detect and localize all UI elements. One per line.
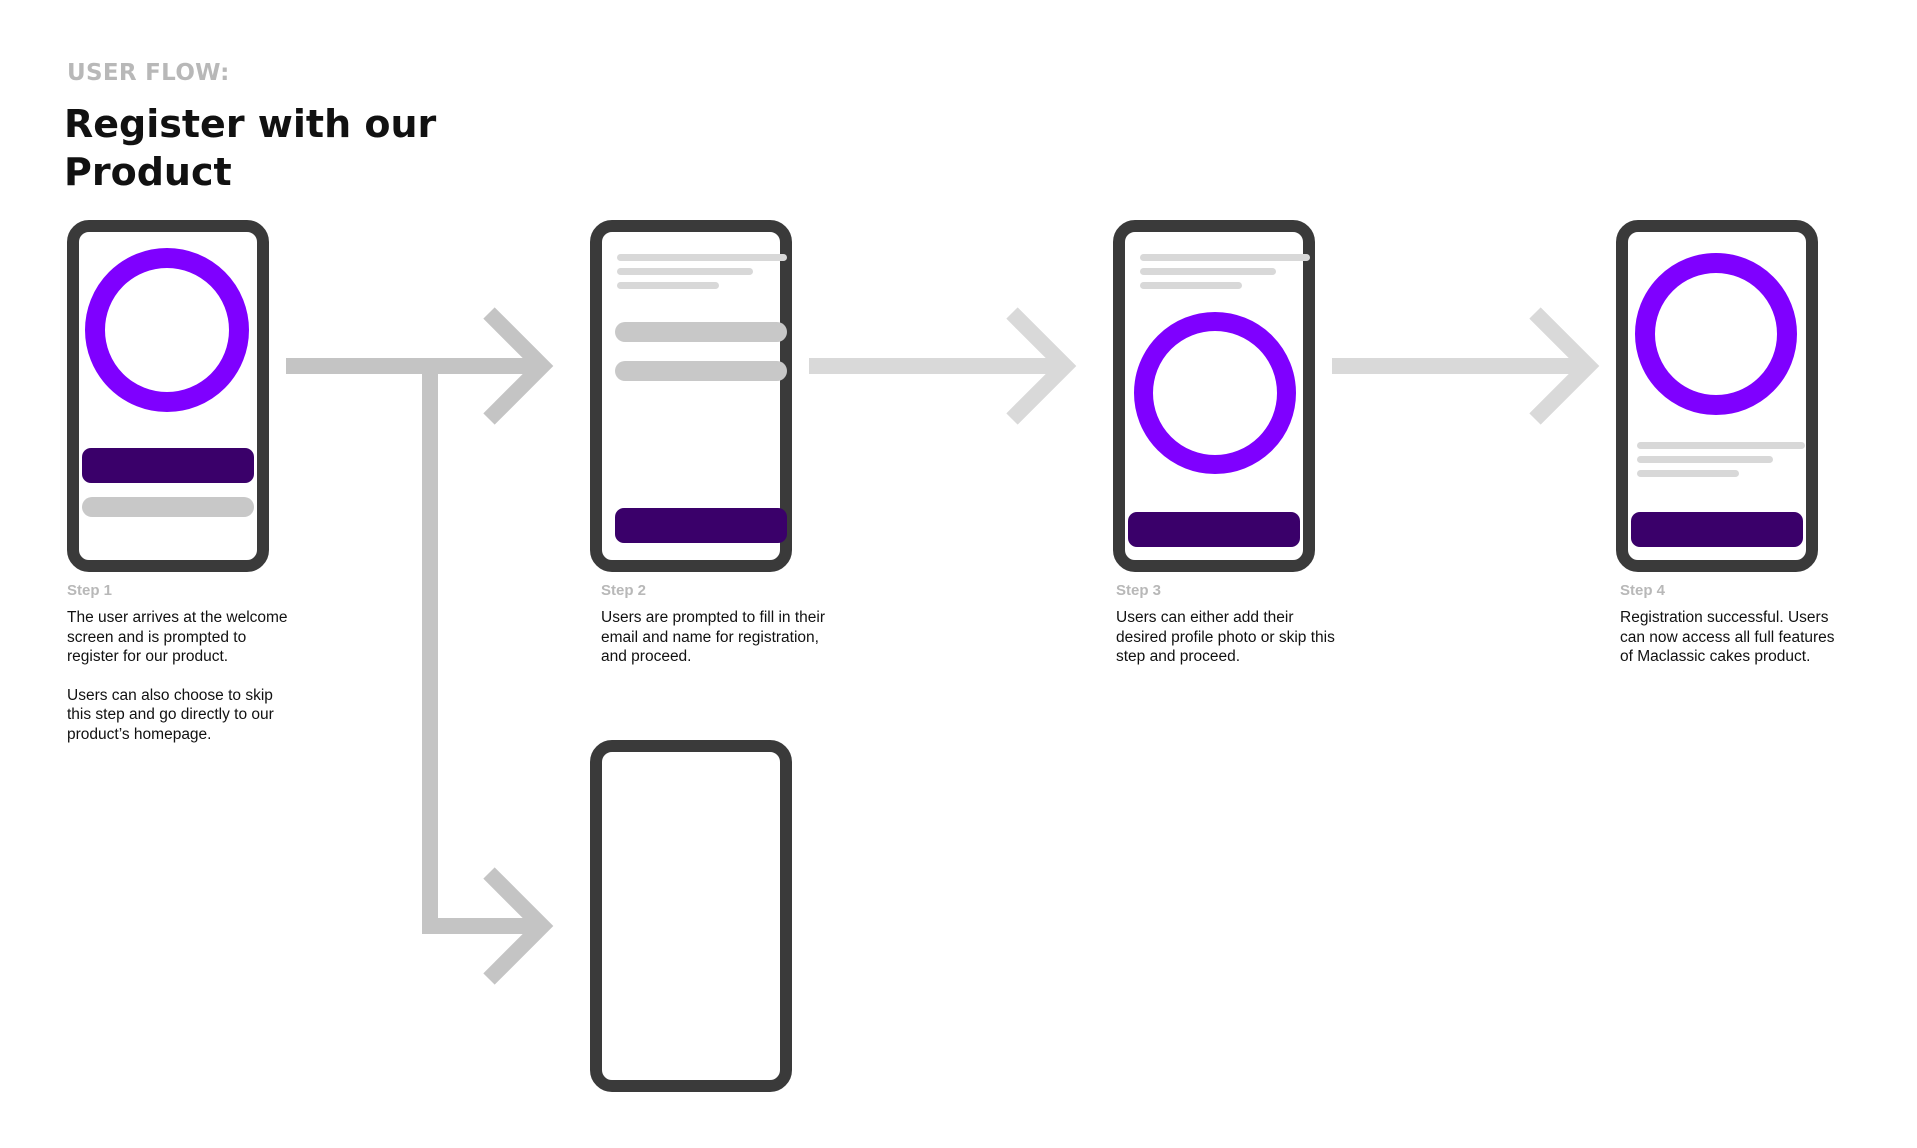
branch-arrow-step1-to-homepage: [422, 366, 554, 985]
step3-label: Step 3: [1116, 582, 1162, 599]
step4-description: Registration successful. Users can now a…: [1620, 608, 1845, 686]
step1-description: The user arrives at the welcome screen a…: [67, 608, 292, 763]
name-field[interactable]: [615, 361, 787, 381]
step3-description: Users can either add their desired profi…: [1116, 608, 1341, 686]
skip-button[interactable]: [82, 497, 254, 517]
email-field[interactable]: [615, 322, 787, 342]
step3-paragraph: Users can either add their desired profi…: [1116, 609, 1335, 665]
text-line: [1637, 470, 1739, 477]
text-line: [1140, 268, 1276, 275]
phone-step3-photo: [1113, 220, 1315, 572]
step1-paragraph: The user arrives at the welcome screen a…: [67, 609, 288, 665]
phone-homepage-blank: [590, 740, 792, 1092]
phone-step2-form: [590, 220, 792, 572]
step2-paragraph: Users are prompted to fill in their emai…: [601, 609, 825, 665]
step2-description: Users are prompted to fill in their emai…: [601, 608, 826, 686]
profile-photo-ring-icon[interactable]: [1134, 312, 1296, 474]
step4-label: Step 4: [1620, 582, 1666, 599]
step1-paragraph: Users can also choose to skip this step …: [67, 686, 274, 743]
arrow-step2-to-step3: [809, 307, 1077, 425]
flow-title: Register with our Product: [64, 102, 437, 194]
arrow-step1-to-step2: [286, 307, 554, 425]
register-button[interactable]: [82, 448, 254, 483]
continue-button[interactable]: [1631, 512, 1803, 547]
logo-ring-icon: [85, 248, 249, 412]
text-line: [617, 254, 787, 261]
proceed-button[interactable]: [615, 508, 787, 543]
text-line: [617, 268, 753, 275]
step4-paragraph: Registration successful. Users can now a…: [1620, 609, 1835, 665]
success-ring-icon: [1635, 253, 1797, 415]
flow-kicker: USER FLOW:: [67, 60, 230, 86]
text-line: [1637, 442, 1805, 449]
step1-label: Step 1: [67, 582, 113, 599]
text-line: [1637, 456, 1773, 463]
text-line: [617, 282, 719, 289]
proceed-button[interactable]: [1128, 512, 1300, 547]
text-line: [1140, 254, 1310, 261]
arrow-step3-to-step4: [1332, 307, 1600, 425]
phone-step4-success: [1616, 220, 1818, 572]
text-line: [1140, 282, 1242, 289]
step2-label: Step 2: [601, 582, 647, 599]
phone-step1-welcome: [67, 220, 269, 572]
